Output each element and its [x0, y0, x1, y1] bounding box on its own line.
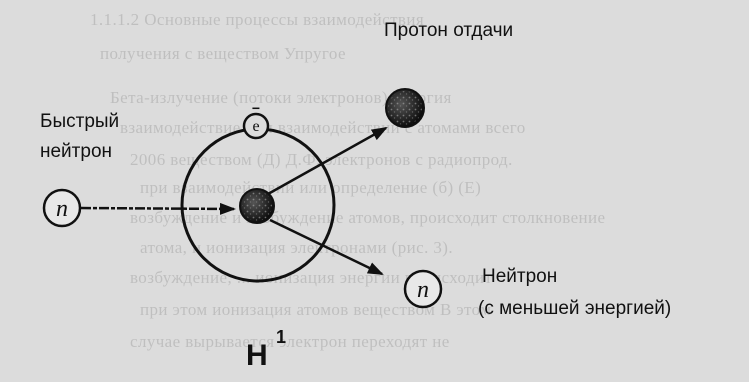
incoming-neutron-arrow — [80, 202, 236, 215]
bleed-line: взаимодействие при взаимодействии с атом… — [120, 118, 526, 137]
bleed-line: 2006 веществом (Д) Д.Ф. электронов с рад… — [130, 150, 513, 169]
fast-neutron-label-line1: Быстрый — [40, 111, 120, 132]
scattered-neutron-label-line2: (с меньшей энергией) — [478, 298, 672, 319]
electron-charge-sign: − — [252, 100, 260, 116]
bleed-line: 1.1.1.2 Основные процессы взаимодействия — [90, 10, 425, 29]
scattered-neutron-label-line1: Нейтрон — [482, 266, 558, 287]
fast-neutron-symbol: n — [56, 196, 68, 222]
bleed-line: атома, и ионизация электронами (рис. 3). — [140, 238, 453, 257]
fast-neutron-label-line2: нейтрон — [40, 141, 113, 162]
recoil-proton-arrow — [267, 126, 388, 196]
hydrogen-symbol: H — [246, 339, 268, 372]
electron — [242, 112, 270, 140]
electron-symbol: e — [252, 118, 259, 135]
bleed-line: случае вырывается электрон переходят не — [130, 332, 450, 351]
bleed-line: получения с веществом Упругое — [100, 44, 346, 63]
recoil-proton-texture — [388, 91, 422, 125]
bleed-line: Бета-излучение (потоки электронов) энерг… — [110, 88, 452, 107]
scattered-neutron-arrow — [269, 218, 384, 276]
fast-neutron — [42, 188, 82, 228]
hydrogen-mass-number: 1 — [276, 327, 286, 347]
nucleus-texture — [242, 191, 272, 221]
bleed-line: при этом ионизация атомов веществом В эт… — [140, 300, 492, 319]
scattered-neutron — [403, 269, 443, 309]
bleed-line: при взаимодействии или определение (б) (… — [140, 178, 482, 197]
recoil-proton-label: Протон отдачи — [384, 20, 514, 41]
scattered-neutron-symbol: n — [417, 277, 429, 303]
